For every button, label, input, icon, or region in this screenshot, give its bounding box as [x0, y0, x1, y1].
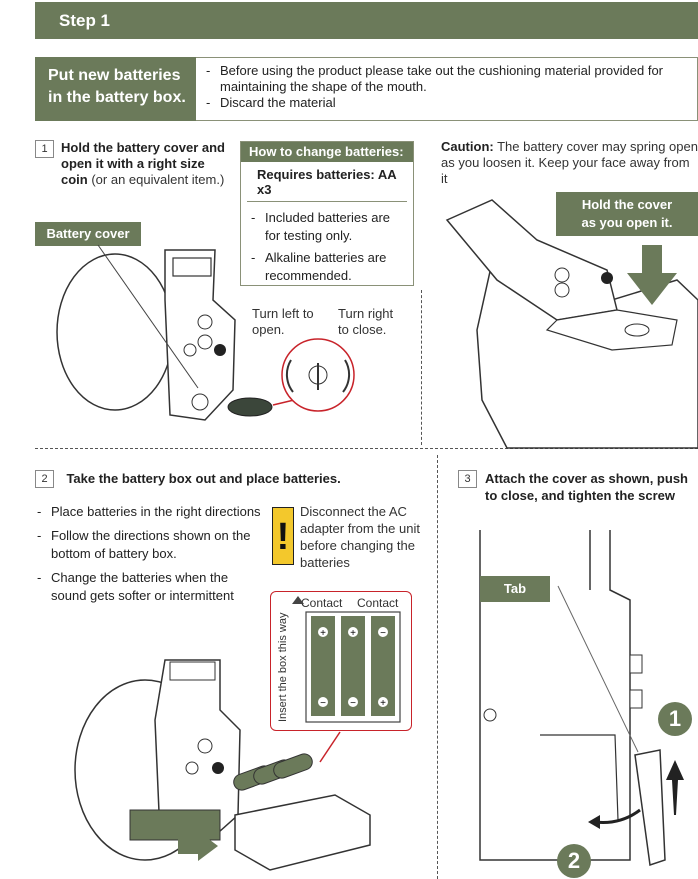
step-number-badge: 1 [35, 140, 54, 158]
caution-label: Caution: [441, 139, 494, 154]
step-number-badge: 2 [35, 470, 54, 488]
step1-title: Hold the battery cover and open it with … [61, 140, 225, 187]
svg-text:+: + [380, 698, 386, 709]
tab-callout: Tab [480, 576, 550, 602]
intro-label: Put new batteries in the battery box. [35, 57, 196, 121]
step3-title: Attach the cover as shown, push to close… [485, 471, 688, 503]
intro-bullets: Before using the product please take out… [204, 63, 684, 111]
turn-left-caption: Turn left to open. [252, 306, 314, 337]
step2-title: Take the battery box out and place batte… [66, 471, 341, 486]
hold-cover-line2: as you open it. [581, 215, 673, 230]
device-illustration-step3 [479, 530, 684, 866]
howto-requires: Requires batteries: AA x3 [247, 162, 407, 202]
divider-horizontal [35, 448, 698, 449]
howto-title: How to change batteries: [241, 142, 413, 162]
step-marker-1: 1 [658, 702, 692, 736]
divider-vertical-bottom [437, 455, 438, 879]
svg-text:+: + [350, 628, 356, 639]
hold-cover-tag: Hold the cover as you open it. [556, 192, 698, 236]
howto-bullet: Included batteries are for testing only. [249, 209, 399, 245]
intro-bullet: Discard the material [204, 95, 684, 111]
step1-title-rest: (or an equivalent item.) [87, 172, 225, 187]
step2-bullet: Follow the directions shown on the botto… [35, 527, 263, 563]
callout-line [97, 244, 199, 389]
step1-heading: 1 Hold the battery cover and open it wit… [35, 140, 235, 187]
contact-label-right: Contact [357, 596, 399, 610]
svg-text:−: − [380, 628, 386, 639]
device-illustration-step2 [74, 659, 371, 871]
intro-bullet: Before using the product please take out… [204, 63, 684, 95]
svg-text:+: + [320, 628, 326, 639]
contact-label-left: Contact [301, 596, 343, 610]
howto-bullet: Alkaline batteries are recommended. [249, 249, 399, 285]
svg-text:−: − [350, 698, 356, 709]
intro-panel: Before using the product please take out… [196, 57, 698, 121]
battery-diagram: Contact Contact Insert the box this way [270, 591, 412, 731]
step2-bullet: Place batteries in the right directions [35, 503, 263, 521]
device-illustration-caution [445, 199, 698, 449]
warning-text: Disconnect the AC adapter from the unit … [300, 504, 420, 570]
howto-box: How to change batteries: Requires batter… [240, 141, 414, 286]
step-marker-2: 2 [557, 844, 591, 878]
step2-bullet: Change the batteries when the sound gets… [35, 569, 263, 605]
step2-bullets: Place batteries in the right directions … [35, 503, 263, 605]
step-number-badge: 3 [458, 470, 477, 488]
step3-heading: 3 Attach the cover as shown, push to clo… [458, 470, 698, 503]
intro-label-line2: in the battery box. [48, 89, 186, 106]
hold-cover-line1: Hold the cover [581, 197, 673, 212]
howto-bullets: Included batteries are for testing only.… [249, 209, 399, 285]
step2-heading: 2 Take the battery box out and place bat… [35, 470, 425, 488]
svg-text:−: − [320, 698, 326, 709]
device-illustration-step1 [56, 249, 236, 421]
step-header: Step 1 [35, 2, 698, 39]
intro-label-line1: Put new batteries [48, 67, 181, 84]
divider-vertical-top [421, 290, 422, 445]
battery-cells-diagram: + + − − − + [292, 596, 401, 723]
step-title: Step 1 [59, 11, 111, 30]
caution-text: Caution: The battery cover may spring op… [441, 139, 698, 187]
warning-icon: ! [272, 507, 294, 565]
turn-right-caption: Turn right to close. [338, 306, 394, 337]
coin-illustration [227, 338, 355, 417]
caution-body: The battery cover may spring open as you… [441, 139, 698, 186]
battery-cover-callout: Battery cover [35, 222, 141, 246]
